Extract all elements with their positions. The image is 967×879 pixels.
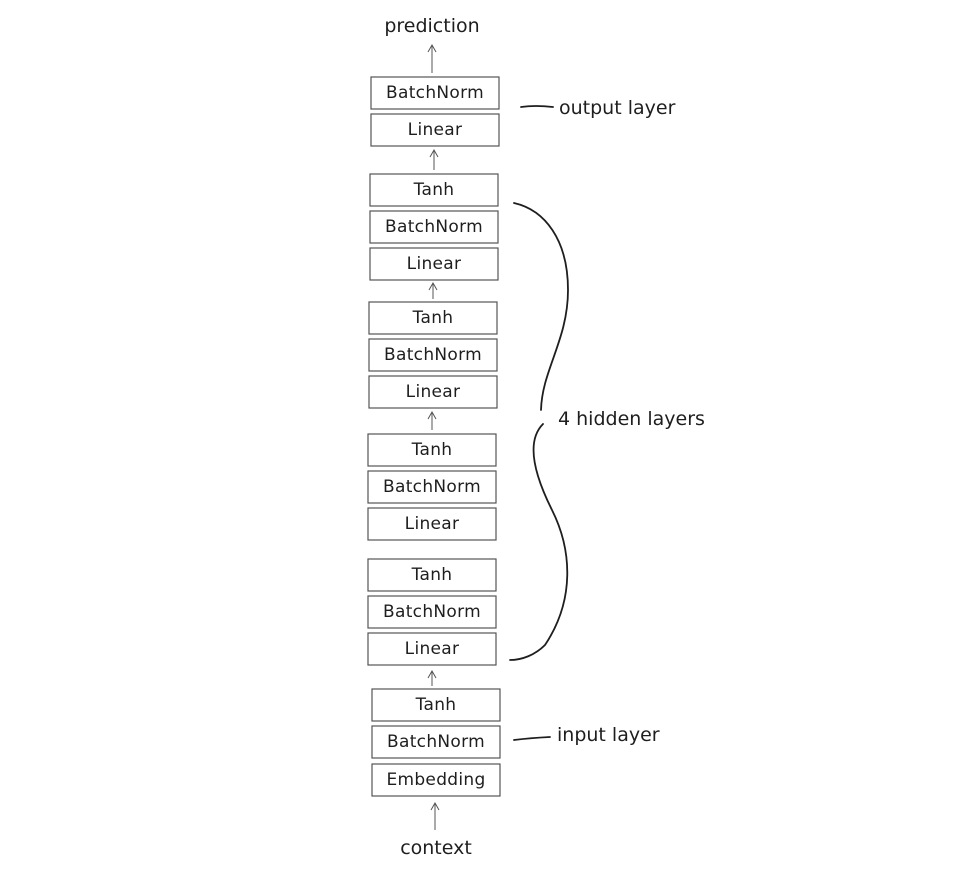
hidden4-linear-text: Linear xyxy=(407,254,462,274)
output-batchnorm-text: BatchNorm xyxy=(386,83,484,103)
output-linear-block: Linear xyxy=(370,113,500,147)
input-layer-group: Tanh BatchNorm Embedding xyxy=(371,688,501,797)
flow-arrows xyxy=(427,43,440,830)
hidden-layer-1-group: Tanh BatchNorm Linear xyxy=(367,558,497,666)
input-tanh-text: Tanh xyxy=(415,695,457,715)
arrow-input-to-hidden1 xyxy=(427,669,437,686)
hidden1-linear-block: Linear xyxy=(367,632,497,666)
hidden2-tanh-block: Tanh xyxy=(367,433,497,467)
hidden-layer-4-group: Tanh BatchNorm Linear xyxy=(369,173,499,281)
hidden4-linear-block: Linear xyxy=(369,247,499,281)
input-batchnorm-block: BatchNorm xyxy=(371,725,501,759)
hidden4-batchnorm-text: BatchNorm xyxy=(385,217,483,237)
output-layer-label: output layer xyxy=(559,97,676,119)
arrow-hidden3-to-hidden4 xyxy=(428,281,438,299)
hidden-layer-2-group: Tanh BatchNorm Linear xyxy=(367,433,497,541)
hidden-brace-upper xyxy=(513,202,569,411)
hidden-layer-3-group: Tanh BatchNorm Linear xyxy=(368,301,498,409)
output-batchnorm-block: BatchNorm xyxy=(370,76,500,110)
hidden4-batchnorm-block: BatchNorm xyxy=(369,210,499,244)
output-layer-group: BatchNorm Linear xyxy=(370,76,500,147)
prediction-label: prediction xyxy=(384,15,479,37)
hidden-layers-label: 4 hidden layers xyxy=(558,408,705,430)
hidden3-tanh-block: Tanh xyxy=(368,301,498,335)
hidden1-batchnorm-text: BatchNorm xyxy=(383,602,481,622)
arrow-context-to-embedding xyxy=(430,801,440,830)
hidden3-tanh-text: Tanh xyxy=(412,308,454,328)
hidden1-linear-text: Linear xyxy=(405,639,460,659)
input-layer-annotation: input layer xyxy=(513,724,660,746)
output-layer-annotation: output layer xyxy=(520,97,676,119)
hidden3-linear-text: Linear xyxy=(406,382,461,402)
context-label: context xyxy=(400,837,472,859)
hidden3-batchnorm-text: BatchNorm xyxy=(384,345,482,365)
hidden1-batchnorm-block: BatchNorm xyxy=(367,595,497,629)
hidden2-batchnorm-text: BatchNorm xyxy=(383,477,481,497)
arrow-hidden2-to-hidden3 xyxy=(427,410,437,430)
hidden1-tanh-block: Tanh xyxy=(367,558,497,592)
hidden2-linear-text: Linear xyxy=(405,514,460,534)
arrow-hidden4-to-output xyxy=(429,148,439,170)
output-layer-pointer xyxy=(520,105,554,108)
hidden2-batchnorm-block: BatchNorm xyxy=(367,470,497,504)
output-linear-text: Linear xyxy=(408,120,463,140)
input-embedding-text: Embedding xyxy=(386,770,485,790)
input-layer-label: input layer xyxy=(557,724,660,746)
input-tanh-block: Tanh xyxy=(371,688,501,722)
input-layer-pointer xyxy=(513,736,551,741)
hidden2-tanh-text: Tanh xyxy=(411,440,453,460)
hidden-layers-annotation: 4 hidden layers xyxy=(509,202,705,661)
input-embedding-block: Embedding xyxy=(371,763,501,797)
input-batchnorm-text: BatchNorm xyxy=(387,732,485,752)
hidden3-batchnorm-block: BatchNorm xyxy=(368,338,498,372)
hidden1-tanh-text: Tanh xyxy=(411,565,453,585)
hidden3-linear-block: Linear xyxy=(368,375,498,409)
hidden2-linear-block: Linear xyxy=(367,507,497,541)
hidden-brace-lower xyxy=(509,423,569,661)
hidden4-tanh-block: Tanh xyxy=(369,173,499,207)
hidden4-tanh-text: Tanh xyxy=(413,180,455,200)
arrow-output-to-prediction xyxy=(427,43,437,73)
